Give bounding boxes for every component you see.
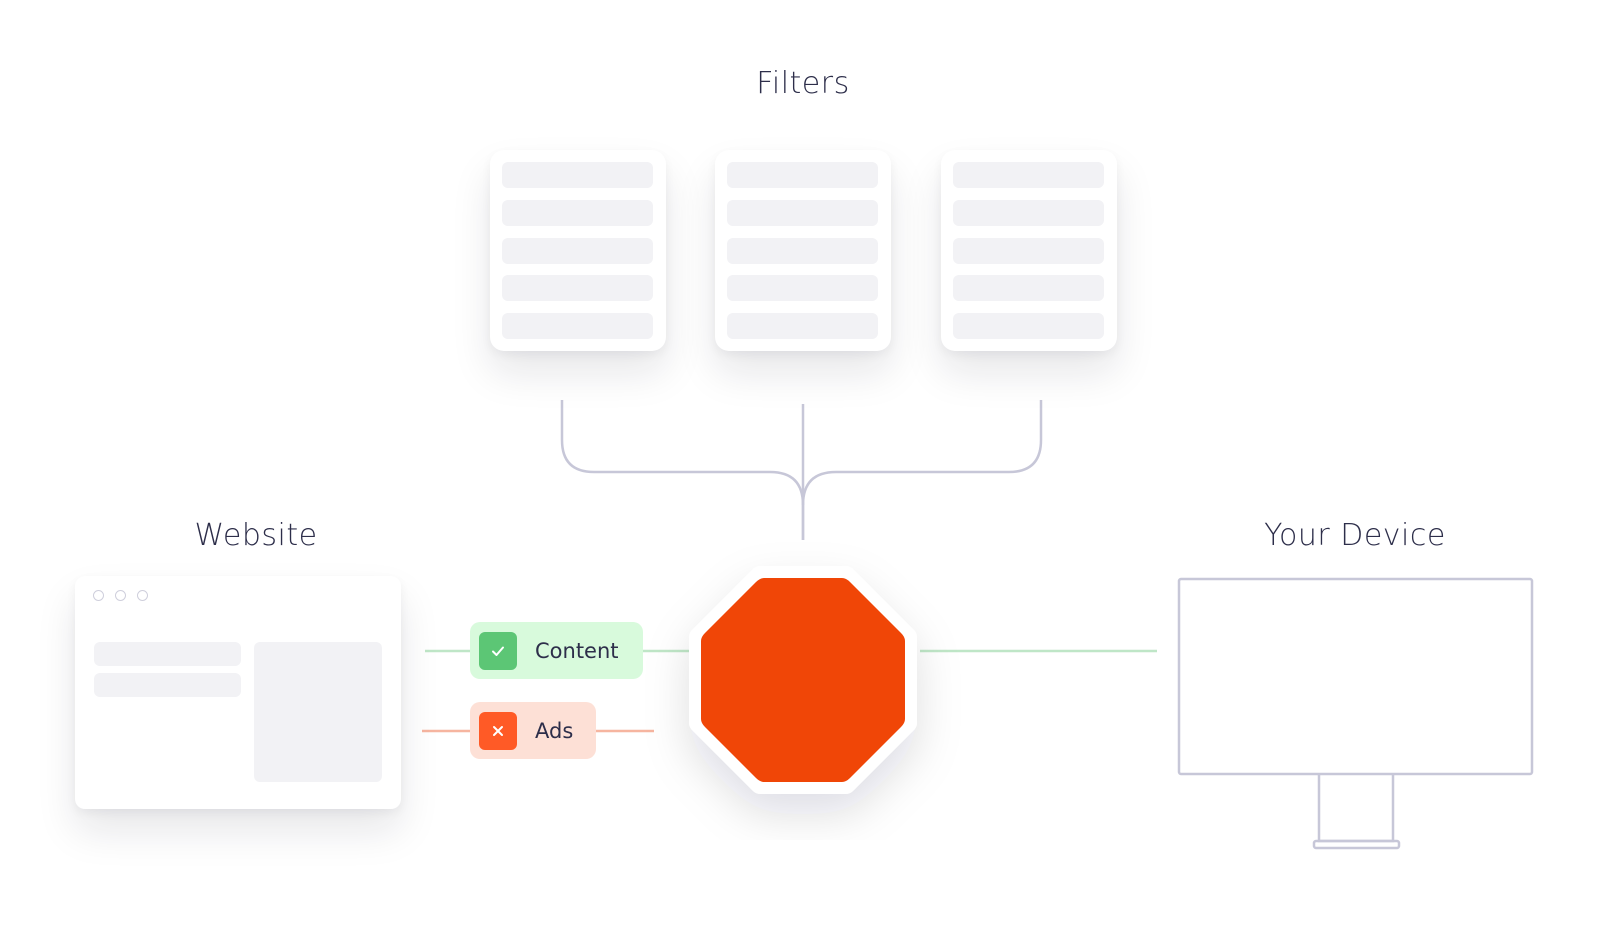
stop-octagon-icon [689,566,917,794]
ad-placeholder [254,642,382,782]
filter-rule-placeholder [953,275,1104,301]
check-icon [479,631,517,670]
filter-rule-placeholder [502,200,653,226]
content-chip: Content [470,622,643,679]
filter-rule-placeholder [953,313,1104,339]
close-icon [479,711,517,750]
filter-rule-placeholder [953,200,1104,226]
filter-list-card [490,150,666,351]
filter-list-card [715,150,891,351]
filter-rule-placeholder [502,162,653,188]
filter-rule-placeholder [727,238,878,264]
filter-rule-placeholder [502,313,653,339]
filter-rule-placeholder [502,275,653,301]
filter-connector [560,400,805,540]
filter-list-card [941,150,1117,351]
ads-chip: Ads [470,702,596,759]
ads-chip-label: Ads [535,718,574,743]
filter-rule-placeholder [727,275,878,301]
filters-heading: Filters [756,66,850,101]
filter-rule-placeholder [502,238,653,264]
window-control-dot [93,590,104,601]
content-chip-label: Content [535,638,619,663]
filter-rule-placeholder [727,162,878,188]
filter-rule-placeholder [727,200,878,226]
website-heading: Website [194,518,318,553]
filter-rule-placeholder [953,238,1104,264]
window-control-dot [137,590,148,601]
stop-octagon-fill [701,578,905,782]
content-placeholder [94,673,241,697]
website-window [75,576,401,809]
filter-connector [801,400,1043,506]
filter-rule-placeholder [953,162,1104,188]
filter-rule-placeholder [727,313,878,339]
content-placeholder [94,642,241,666]
device-heading: Your Device [1264,518,1446,553]
window-control-dot [115,590,126,601]
